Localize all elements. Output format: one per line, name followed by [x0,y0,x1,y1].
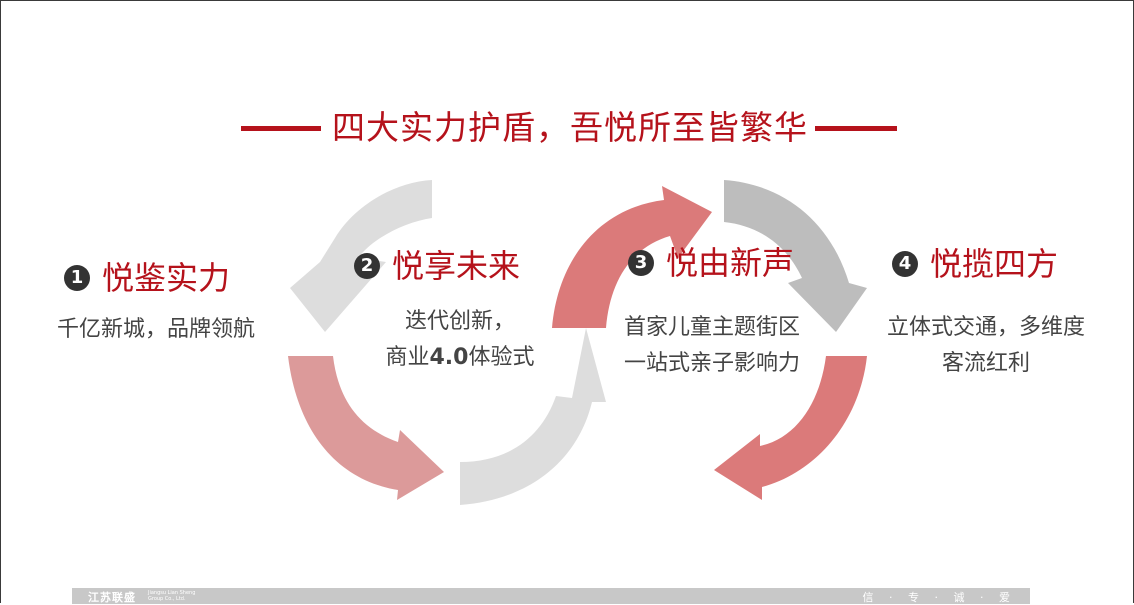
page-title: 四大实力护盾，吾悦所至皆繁华 [332,108,808,147]
title-row: 四大实力护盾，吾悦所至皆繁华 [0,104,1134,152]
number-badge-2: 2 [354,253,380,279]
item-2-desc-line-1: 迭代创新， [404,309,515,334]
item-4-title: 悦揽四方 [930,245,1059,283]
arrow-top-left-icon [290,180,432,332]
item-4-heading: 4 悦揽四方 [892,244,1058,284]
number-badge-1: 1 [64,265,90,291]
item-2-title: 悦享未来 [392,247,521,285]
footer-brand-sub-line-1: Jiangsu Lian Sheng [148,590,196,596]
item-4-description: 立体式交通，多维度 客流红利 [872,310,1100,382]
item-2-desc-line-2: 商业4.0体验式 [350,340,570,376]
item-2-desc-line-2-part-a: 商业 [385,345,430,370]
item-2-description: 迭代创新， 商业4.0体验式 [350,304,570,376]
footer-brand: 江苏联盛 [88,591,136,604]
arrow-bottom-middle-icon [460,328,606,505]
arrow-top-right-icon [724,180,867,332]
number-badge-4: 4 [892,251,918,277]
footer-brand-subtitle: Jiangsu Lian Sheng Group Co., Ltd. [148,590,195,602]
item-3-description: 首家儿童主题街区 一站式亲子影响力 [606,310,818,382]
title-right-rule [815,126,897,131]
footer-bar: 江苏联盛 Jiangsu Lian Sheng Group Co., Ltd. … [72,588,1030,604]
item-1-title: 悦鉴实力 [102,259,231,297]
item-1-heading: 1 悦鉴实力 [64,258,230,298]
item-1-desc-line-1: 千亿新城，品牌领航 [56,317,255,342]
item-4-desc-line-1: 立体式交通，多维度 [886,315,1085,340]
footer-brand-sub-line-2: Group Co., Ltd. [148,596,186,602]
item-3-heading: 3 悦由新声 [628,243,794,283]
footer-motto: 信 · 专 · 诚 · 爱 [862,591,1016,604]
arrow-bottom-left-icon [288,356,444,500]
item-1-description: 千亿新城，品牌领航 [30,312,282,348]
number-badge-3: 3 [628,250,654,276]
item-3-desc-line-2: 一站式亲子影响力 [623,351,800,376]
item-3-title: 悦由新声 [666,244,795,282]
item-2-desc-line-2-part-b: 4.0 [429,345,469,370]
item-3-desc-line-1: 首家儿童主题街区 [623,315,800,340]
item-2-desc-line-2-part-c: 体验式 [468,345,535,370]
arrow-bottom-right-icon [714,356,867,500]
item-2-heading: 2 悦享未来 [354,246,520,286]
title-left-rule [241,126,321,131]
item-4-desc-line-2: 客流红利 [941,351,1030,376]
